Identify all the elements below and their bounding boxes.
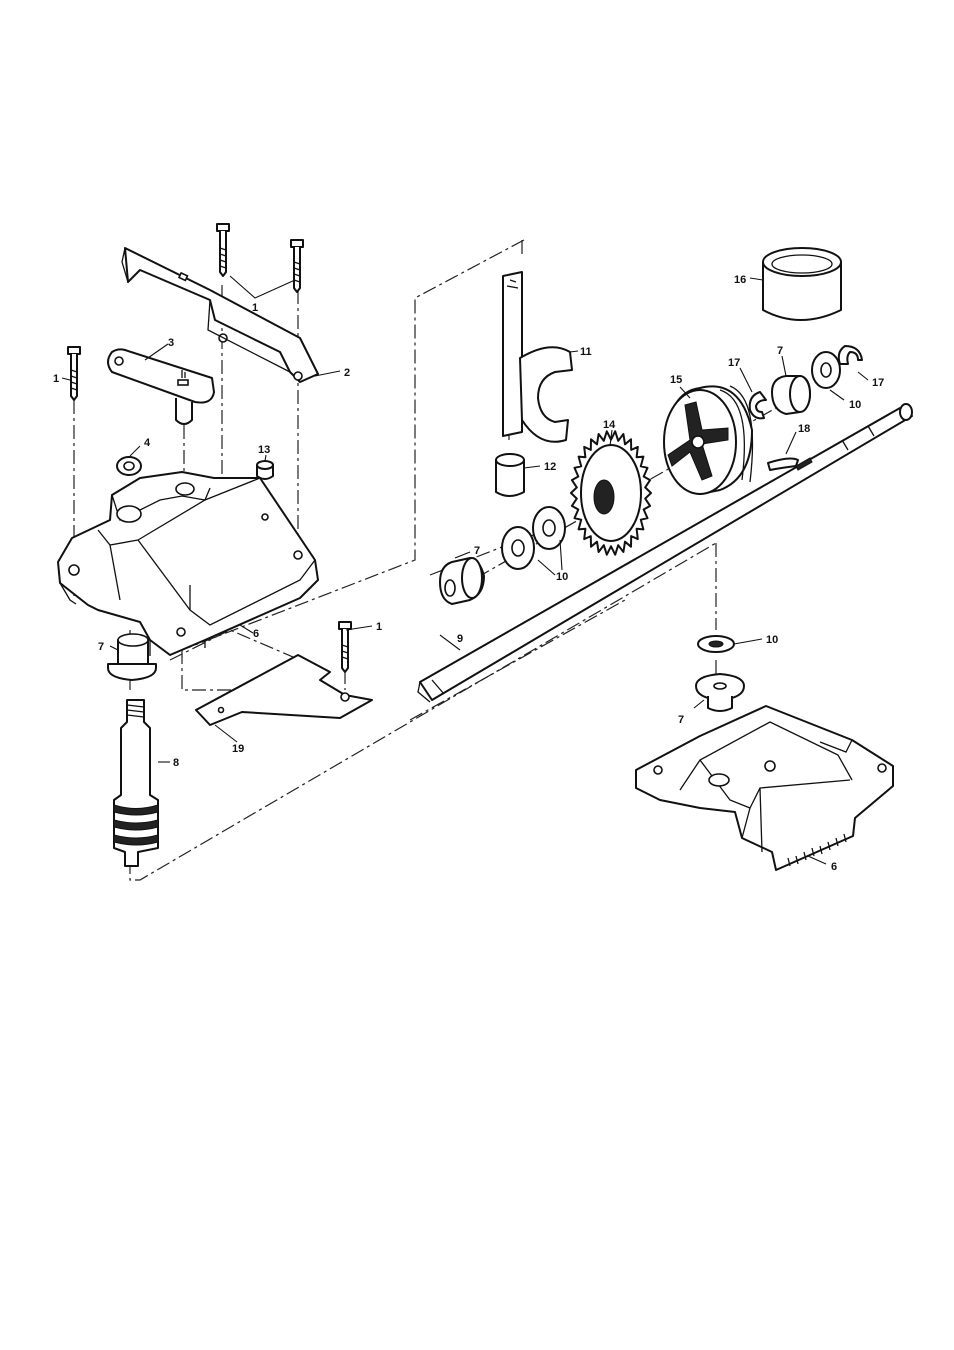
- callout-14: 14: [603, 419, 616, 431]
- bolt-top-left: [217, 224, 229, 276]
- washer-10-lower: [698, 636, 734, 652]
- callout-8: 8: [173, 757, 179, 769]
- callout-13: 13: [258, 444, 270, 456]
- bolt-top-right: [291, 240, 303, 292]
- callout-10-pair: 10: [556, 571, 568, 583]
- callout-19: 19: [232, 743, 244, 755]
- callout-1-bottom: 1: [376, 621, 382, 633]
- worm-shaft: [114, 700, 158, 866]
- callout-12: 12: [544, 461, 556, 473]
- bushing-left: [108, 634, 156, 680]
- ring-17-right: [839, 346, 862, 364]
- callout-10-right: 10: [849, 399, 861, 411]
- lower-housing: [636, 706, 893, 870]
- bearing-16: [763, 248, 841, 320]
- callout-18: 18: [798, 423, 810, 435]
- bushing-right: [772, 376, 810, 414]
- clutch-drum: [664, 386, 753, 494]
- washers-pair: [502, 507, 565, 569]
- callout-4: 4: [144, 437, 151, 449]
- callout-7-shaft: 7: [474, 545, 480, 557]
- callout-11: 11: [580, 346, 592, 358]
- callout-16: 16: [734, 274, 746, 286]
- callout-15: 15: [670, 374, 682, 386]
- callout-17-right: 17: [872, 377, 884, 389]
- worm-gear: [571, 431, 651, 554]
- spacer-12: [496, 454, 524, 496]
- bolt-left: [68, 347, 80, 400]
- callout-6-housing: 6: [253, 628, 259, 640]
- callout-6-lower: 6: [831, 861, 837, 873]
- callout-10-lower: 10: [766, 634, 778, 646]
- shift-arm: [108, 349, 214, 424]
- bushing-shaft: [440, 558, 484, 604]
- washer-10-right: [812, 352, 840, 388]
- callout-9: 9: [457, 633, 463, 645]
- upper-housing: [58, 472, 318, 656]
- callout-1-top: 1: [252, 302, 258, 314]
- washer-4: [117, 457, 141, 475]
- callout-3: 3: [168, 337, 174, 349]
- callout-2: 2: [344, 367, 350, 379]
- callout-7-right: 7: [777, 345, 783, 357]
- callout-7-left: 7: [98, 641, 104, 653]
- callout-1-left: 1: [53, 373, 59, 385]
- plug-13: [257, 461, 273, 479]
- callout-17-left: 17: [728, 357, 740, 369]
- callout-7-lower: 7: [678, 714, 684, 726]
- ring-17-left: [750, 392, 766, 418]
- bushing-lower: [696, 674, 744, 711]
- shift-fork: [503, 272, 572, 442]
